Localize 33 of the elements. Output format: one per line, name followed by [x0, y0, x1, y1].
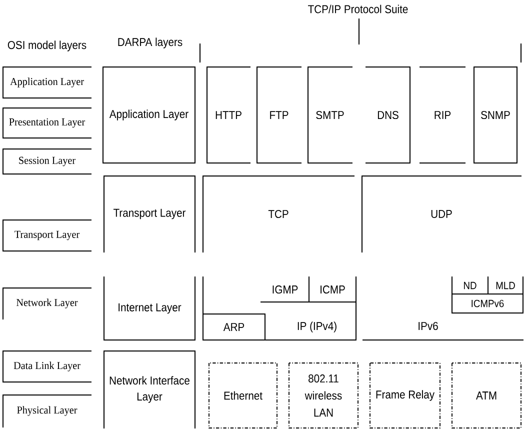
protocol-box: DNS [366, 66, 410, 164]
layer-box: Network Interface Layer [104, 350, 196, 428]
bracket-label: TCP/IP Protocol Suite [308, 4, 408, 14]
layer-box: Transport Layer [2, 220, 92, 252]
column-heading: OSI model layers [8, 40, 86, 52]
layer-box: Network Layer [2, 288, 92, 320]
protocol-box: ICMPv6 [452, 294, 524, 314]
protocol-box: ND [452, 276, 488, 294]
protocol-box: ATM [452, 362, 522, 428]
layer-box: Session Layer [2, 148, 92, 174]
layer-box: Application Layer [102, 66, 196, 164]
protocol-box: ICMP [308, 285, 356, 302]
layer-box: Physical Layer [2, 394, 92, 428]
protocol-box: Frame Relay [370, 362, 440, 428]
protocol-box: UDP [362, 176, 522, 252]
layer-box: Application Layer [2, 66, 92, 98]
layer-box: Presentation Layer [2, 108, 92, 138]
protocol-box: MLD [488, 276, 524, 294]
protocol-box: TCP [202, 176, 354, 252]
column-heading: DARPA layers [118, 38, 182, 48]
layer-box: Internet Layer [104, 276, 196, 340]
protocol-box: HTTP [206, 66, 250, 164]
protocol-box: IGMP [260, 276, 310, 302]
protocol-box: SNMP [474, 66, 518, 164]
protocol-box: ARP [202, 314, 266, 340]
layer-box: Data Link Layer [2, 350, 92, 382]
protocol-box: SMTP [308, 66, 352, 164]
protocol-box: Ethernet [208, 362, 278, 428]
protocol-box: FTP [256, 66, 302, 164]
protocol-box: IPv6 [362, 322, 524, 340]
protocol-box: 802.11 wireless LAN [288, 362, 358, 428]
layer-box: Transport Layer [104, 176, 196, 252]
protocol-box: RIP [420, 66, 466, 164]
